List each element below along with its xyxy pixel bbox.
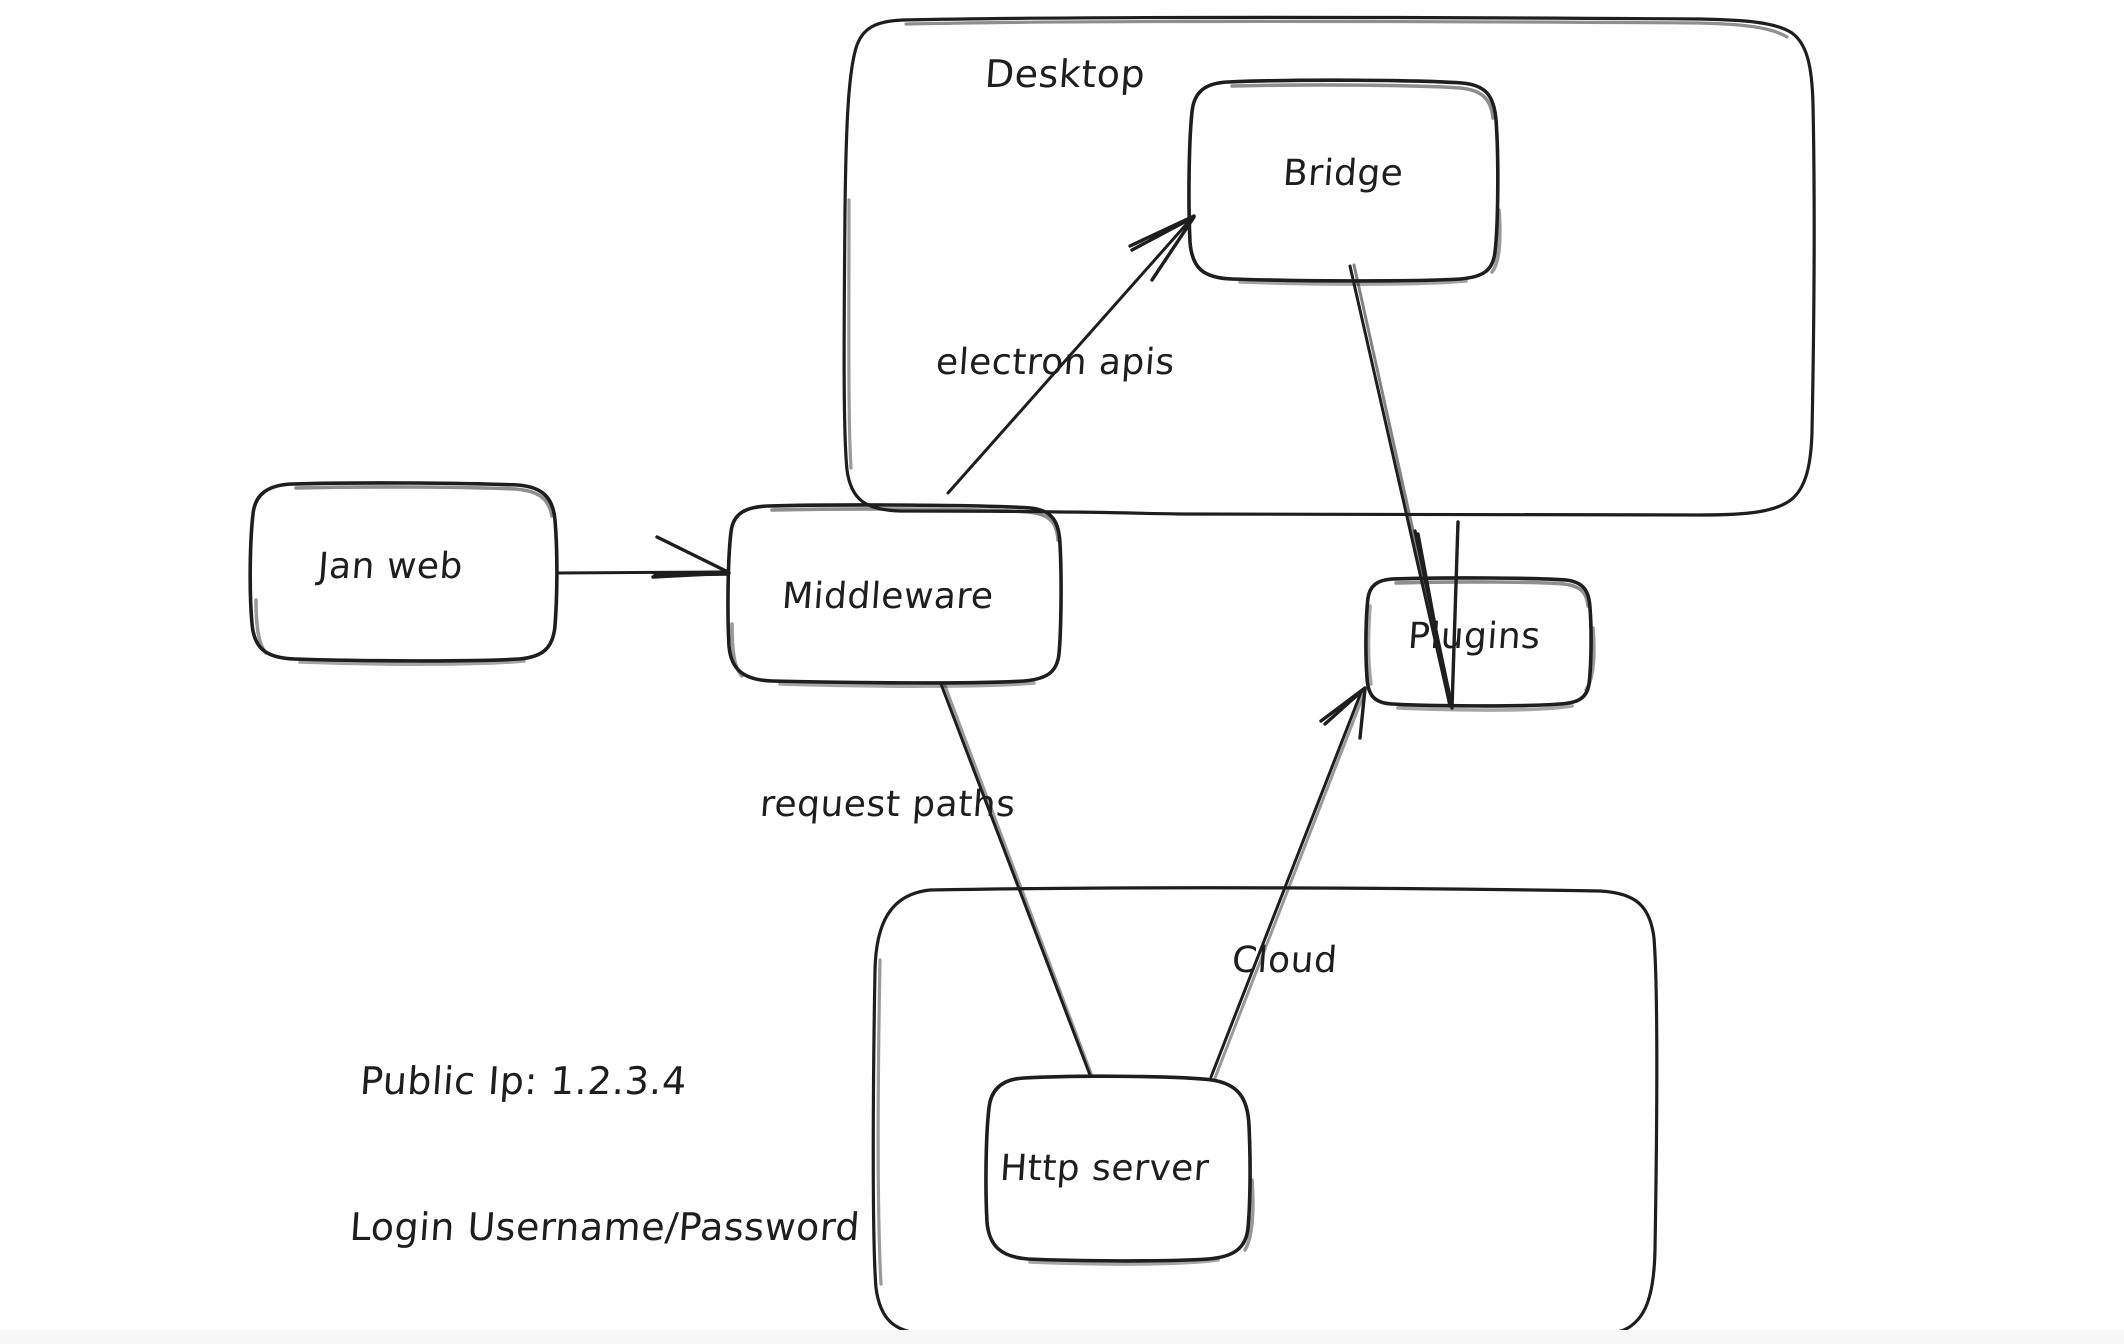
edge-middleware-to-bridge[interactable] xyxy=(946,214,1196,495)
edge-label-request-paths: request paths xyxy=(758,784,1017,825)
node-bridge-outline[interactable] xyxy=(1187,78,1502,286)
node-label-middleware: Middleware xyxy=(780,576,996,617)
note-connection-info: Public Ip: 1.2.3.4 Login Username/Passwo… xyxy=(341,960,878,1344)
group-label-desktop: Desktop xyxy=(983,52,1147,96)
group-desktop-outline[interactable] xyxy=(842,15,1816,518)
node-http-server-outline[interactable] xyxy=(984,1074,1255,1266)
node-jan-web-outline[interactable] xyxy=(248,481,559,666)
node-label-http-server: Http server xyxy=(998,1148,1211,1189)
edge-jan-web-to-middleware[interactable] xyxy=(556,535,731,579)
node-plugins-outline[interactable] xyxy=(1364,576,1596,712)
note-line-public-ip: Public Ip: 1.2.3.4 xyxy=(358,1059,689,1104)
node-label-plugins: Plugins xyxy=(1406,616,1542,657)
edge-label-cloud: Cloud xyxy=(1230,940,1339,981)
edge-http-server-to-plugins[interactable] xyxy=(1209,686,1367,1080)
node-middleware-outline[interactable] xyxy=(726,503,1063,688)
edge-middleware-to-http-server[interactable] xyxy=(939,681,1094,1078)
note-line-login-credentials: Login Username/Password xyxy=(348,1205,862,1250)
node-label-jan-web: Jan web xyxy=(316,546,465,587)
node-label-bridge: Bridge xyxy=(1281,153,1405,194)
edge-label-electron-apis: electron apis xyxy=(934,342,1177,383)
bottom-edge-strip xyxy=(0,1330,2124,1344)
edge-bridge-to-plugins[interactable] xyxy=(1348,263,1460,710)
